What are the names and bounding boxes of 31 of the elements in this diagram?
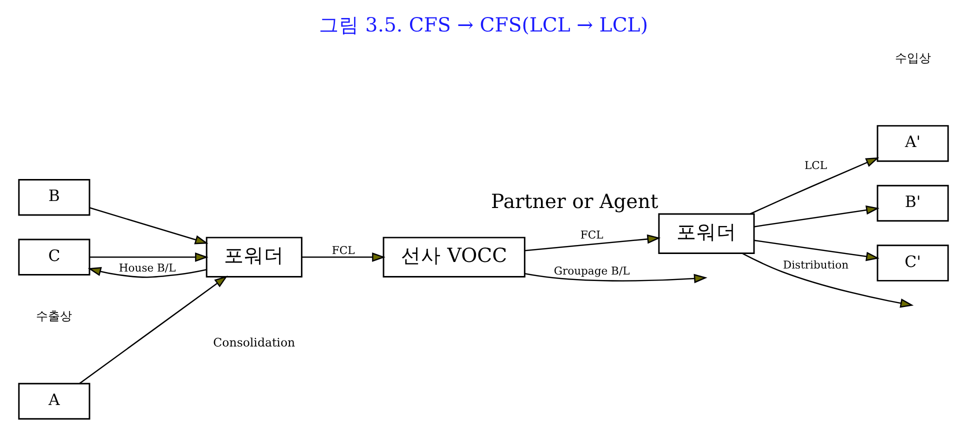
edge-label: House B/L xyxy=(118,262,176,275)
label: Consolidation xyxy=(212,335,295,350)
node-label: Partner or Agent xyxy=(490,190,658,214)
diagram-title: 그림 3.5. CFS → CFS(LCL → LCL) xyxy=(318,14,648,37)
label: 수입상 xyxy=(894,51,930,66)
arrow xyxy=(741,252,914,308)
arrow xyxy=(89,252,208,262)
node-box: A xyxy=(18,382,90,420)
arrow xyxy=(524,272,707,284)
arrow xyxy=(89,207,208,244)
arrow xyxy=(524,234,660,252)
arrow xyxy=(87,267,206,278)
node-box: 포워더 xyxy=(205,236,302,278)
node-box: A' xyxy=(876,125,948,162)
arrow xyxy=(754,205,879,228)
edge-label: FCL xyxy=(580,228,603,242)
arrow xyxy=(754,240,879,262)
node-box: 선사 VOCC xyxy=(382,236,525,278)
arrow xyxy=(749,157,879,214)
edge-label: LCL xyxy=(804,158,827,172)
node-box: C xyxy=(18,238,90,276)
arrow xyxy=(78,276,228,384)
arrow xyxy=(301,252,385,262)
node-box: C' xyxy=(876,244,948,282)
node-box: 포워더 xyxy=(658,213,754,254)
edge-label: FCL xyxy=(331,244,354,258)
edge-label: Distribution xyxy=(782,258,848,272)
edge-label: Groupage B/L xyxy=(553,264,630,278)
node-box: B xyxy=(18,178,90,216)
label: 수출상 xyxy=(36,308,72,323)
node-box: B' xyxy=(876,184,948,222)
